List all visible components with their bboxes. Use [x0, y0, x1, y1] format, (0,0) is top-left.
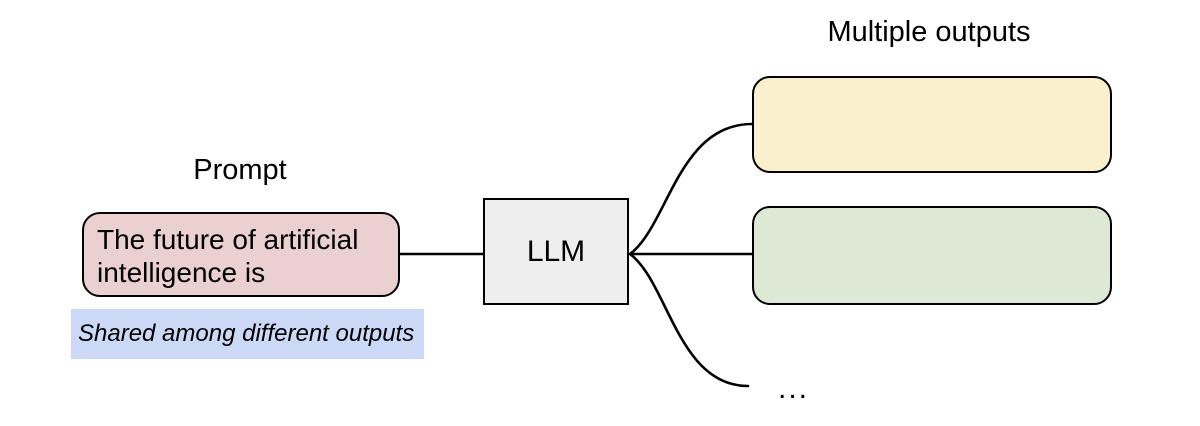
- more-outputs-ellipsis: ...: [778, 372, 810, 405]
- prompt-box: The future of artificial intelligence is: [82, 212, 400, 297]
- llm-to-output-1-curve: [628, 122, 754, 256]
- output-box-2: [752, 206, 1112, 305]
- llm-to-ellipsis-curve: [628, 252, 750, 388]
- prompt-text-line-1: The future of artificial: [97, 224, 359, 255]
- shared-prompt-note: Shared among different outputs: [71, 309, 424, 359]
- prompt-text-line-2: intelligence is: [97, 257, 266, 288]
- output-box-1: [752, 76, 1112, 173]
- multiple-outputs-label: Multiple outputs: [827, 16, 1031, 48]
- prompt-label: Prompt: [193, 154, 287, 186]
- llm-box: LLM: [483, 198, 629, 305]
- llm-label: LLM: [526, 234, 586, 268]
